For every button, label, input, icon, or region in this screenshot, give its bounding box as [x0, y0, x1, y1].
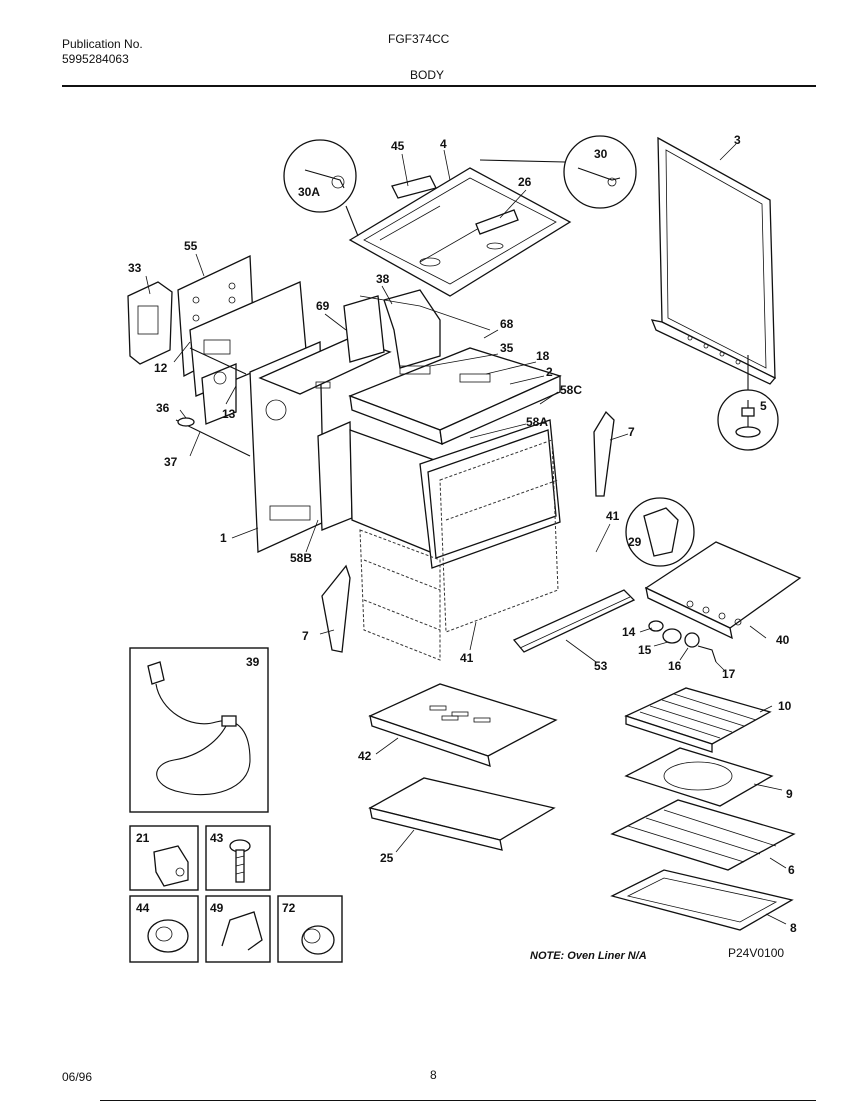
callout-68: 68: [500, 317, 514, 331]
callout-9: 9: [786, 787, 793, 801]
knob-parts: [648, 620, 717, 663]
callout-55: 55: [184, 239, 198, 253]
header-rule: [62, 85, 816, 87]
power-cord: [147, 661, 251, 796]
callout-8: 8: [790, 921, 797, 935]
callout-7a: 7: [628, 425, 635, 439]
callout-58b: 58B: [290, 551, 312, 565]
callout-13: 13: [222, 407, 236, 421]
clip-icon: [221, 911, 263, 951]
model-number: FGF374CC: [388, 32, 450, 46]
oven-liner-note: NOTE: Oven Liner N/A: [530, 950, 647, 962]
callout-30: 30: [594, 147, 608, 161]
callout-1: 1: [220, 531, 227, 545]
leveler-detail: [717, 355, 779, 451]
callout-4: 4: [440, 137, 447, 151]
footer-date: 06/96: [62, 1070, 93, 1084]
callout-30a: 30A: [298, 185, 320, 199]
section-title: BODY: [410, 68, 445, 82]
page-number: 8: [430, 1068, 437, 1082]
cap-icon: [301, 925, 335, 955]
screw-icon: [229, 839, 251, 883]
detail-30a: [283, 139, 359, 237]
callout-7b: 7: [302, 629, 309, 643]
drawer-front-part: [644, 541, 802, 640]
leader-lines: [145, 143, 787, 925]
callout-38: 38: [376, 272, 390, 286]
callout-49: 49: [210, 901, 224, 915]
detail-30: [479, 135, 637, 209]
oven-liner-part: [610, 869, 794, 931]
callout-45: 45: [391, 139, 405, 153]
footer-rule: [100, 1100, 816, 1101]
callout-3: 3: [734, 133, 741, 147]
callout-44: 44: [136, 901, 150, 915]
callout-2: 2: [546, 365, 553, 379]
callout-14: 14: [622, 625, 636, 639]
publication-label: Publication No.: [62, 37, 143, 51]
left-side-panel: [249, 341, 353, 553]
hinge-parts: [321, 410, 615, 653]
callout-18: 18: [536, 349, 550, 363]
callout-25: 25: [380, 851, 394, 865]
callout-58c: 58C: [560, 383, 582, 397]
callout-40: 40: [776, 633, 790, 647]
callout-42: 42: [358, 749, 372, 763]
grommet-icon: [147, 919, 189, 953]
oven-body: [349, 419, 561, 661]
oven-rack-part: [610, 799, 796, 871]
callout-37: 37: [164, 455, 178, 469]
callout-35: 35: [500, 341, 514, 355]
callout-15: 15: [638, 643, 652, 657]
side-panel-part: [650, 136, 777, 385]
callout-labels: 45 4 30 3 30A 26 55 33 38 69 68 35 18 2 …: [128, 133, 797, 935]
callout-53: 53: [594, 659, 608, 673]
callout-36: 36: [156, 401, 170, 415]
oven-bottom-part: [368, 683, 558, 767]
publication-number: 5995284063: [62, 52, 129, 66]
callout-41a: 41: [606, 509, 620, 523]
callout-12: 12: [154, 361, 168, 375]
bracket-icon: [153, 845, 189, 887]
callout-5: 5: [760, 399, 767, 413]
callout-17: 17: [722, 667, 736, 681]
callout-10: 10: [778, 699, 792, 713]
callout-39: 39: [246, 655, 260, 669]
callout-33: 33: [128, 261, 142, 275]
trim-part: [512, 589, 636, 653]
callout-26: 26: [518, 175, 532, 189]
wire-part: [175, 347, 251, 457]
callout-29: 29: [628, 535, 642, 549]
control-area: [258, 289, 491, 395]
detail-29: [625, 497, 695, 567]
broil-pan-part: [624, 747, 774, 807]
callout-41b: 41: [460, 651, 474, 665]
callout-6: 6: [788, 863, 795, 877]
drawing-code: P24V0100: [728, 946, 784, 960]
burner-box-part: [348, 167, 572, 297]
callout-72: 72: [282, 901, 296, 915]
broil-grid-part: [624, 687, 772, 753]
callout-58a: 58A: [526, 415, 548, 429]
callout-69: 69: [316, 299, 330, 313]
callout-21: 21: [136, 831, 150, 845]
callout-16: 16: [668, 659, 682, 673]
callout-43: 43: [210, 831, 224, 845]
bottom-shield-part: [368, 777, 556, 851]
back-panel-part: [127, 254, 307, 425]
